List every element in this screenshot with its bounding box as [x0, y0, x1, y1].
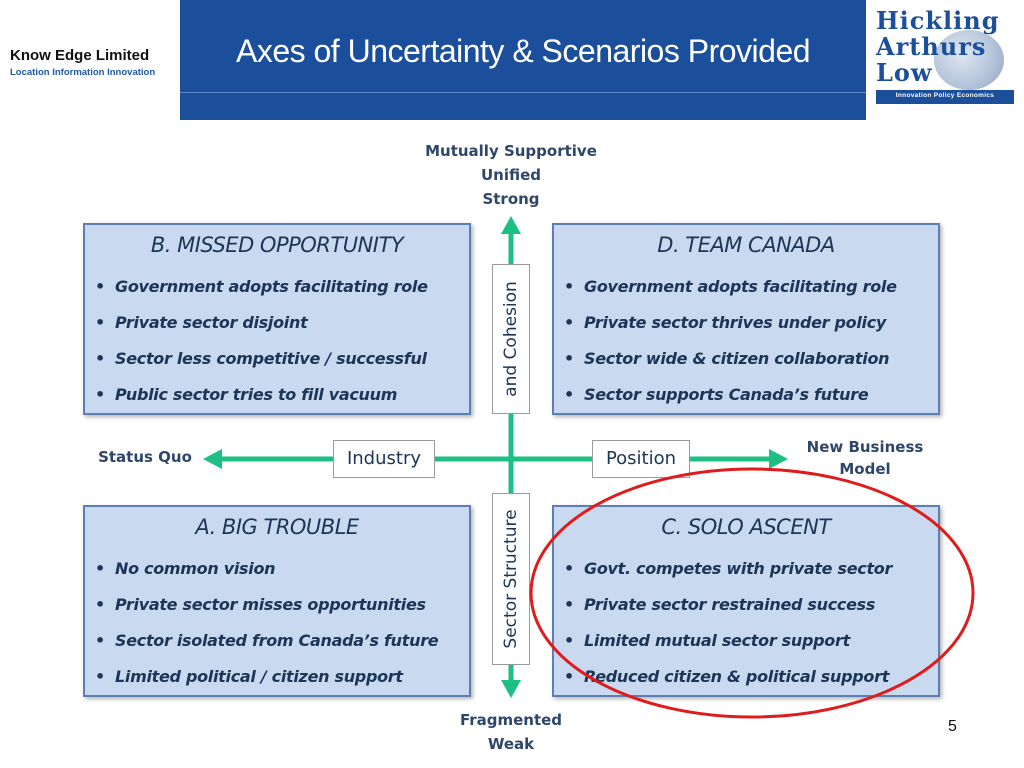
logo-box: Hickling Arthurs Low Innovation Policy E…	[876, 8, 1014, 104]
quadrant-title: D. TEAM CANADA	[657, 233, 835, 257]
list-item: Private sector misses opportunities	[95, 591, 438, 627]
axis-box-industry: Industry	[333, 440, 435, 478]
quadrant-list: Government adopts facilitating role Priv…	[95, 273, 428, 417]
list-item: Sector isolated from Canada’s future	[95, 627, 439, 663]
list-item: Government adopts facilitating role	[564, 273, 897, 309]
list-item: Limited political / citizen support	[95, 663, 438, 699]
logo-bar-text: Innovation Policy Economics	[895, 92, 995, 99]
logo-word-3: Low	[876, 58, 933, 87]
slide-title: Axes of Uncertainty & Scenarios Provided	[235, 33, 811, 69]
page-number: 5	[948, 718, 957, 735]
arrow-up-head	[501, 216, 521, 234]
axis-label-right-line-2: Model	[839, 460, 891, 478]
hickling-arthurs-low-logo: Hickling Arthurs Low Innovation Policy E…	[866, 0, 1024, 120]
axis-box-cohesion-text: and Cohesion	[501, 281, 521, 397]
brand-block: Know Edge Limited Location Information I…	[0, 0, 180, 120]
quadrant-list: Govt. competes with private sector Priva…	[564, 555, 892, 699]
axis-label-left: Status Quo	[98, 448, 192, 466]
title-band: Axes of Uncertainty & Scenarios Provided	[180, 0, 866, 120]
list-item: No common vision	[95, 555, 438, 591]
list-item: Sector wide & citizen collaboration	[564, 345, 897, 381]
axis-label-top-line-2: Unified	[480, 166, 542, 184]
list-item: Sector supports Canada’s future	[564, 381, 897, 417]
quadrant-list: Government adopts facilitating role Priv…	[564, 273, 897, 417]
axis-label-right-line-1: New Business	[806, 438, 924, 456]
quadrant-b-missed-opportunity: B. MISSED OPPORTUNITY Government adopts …	[83, 223, 471, 415]
logo-bar	[876, 90, 1014, 104]
quadrant-title: A. BIG TROUBLE	[195, 515, 359, 539]
list-item: Government adopts facilitating role	[95, 273, 428, 309]
quadrant-title: B. MISSED OPPORTUNITY	[150, 233, 404, 257]
quadrant-c-solo-ascent: C. SOLO ASCENT Govt. competes with priva…	[552, 505, 940, 697]
quadrant-d-team-canada: D. TEAM CANADA Government adopts facilit…	[552, 223, 940, 415]
axis-label-top: Mutually Supportive Unified Strong	[411, 139, 611, 211]
list-item: Govt. competes with private sector	[564, 555, 892, 591]
axis-label-bottom-line-1: Fragmented	[459, 711, 563, 729]
title-divider	[180, 92, 866, 93]
arrow-right-head	[769, 449, 788, 469]
list-item: Limited mutual sector support	[564, 627, 892, 663]
axis-label-bottom-line-2: Weak	[487, 735, 535, 753]
axis-label-right: New Business Model	[795, 436, 935, 480]
quadrant-list: No common vision Private sector misses o…	[95, 555, 439, 699]
arrow-down-head	[501, 680, 521, 698]
axis-label-top-line-1: Mutually Supportive	[425, 142, 597, 160]
list-item: Private sector thrives under policy	[564, 309, 897, 345]
list-item: Private sector disjoint	[95, 309, 428, 345]
logo-word-1: Hickling	[876, 6, 1000, 35]
axis-box-cohesion: and Cohesion	[492, 264, 530, 414]
quadrant-a-big-trouble: A. BIG TROUBLE No common vision Private …	[83, 505, 471, 697]
quadrant-title: C. SOLO ASCENT	[661, 515, 831, 539]
axis-label-bottom: Fragmented Weak	[431, 708, 591, 756]
list-item: Public sector tries to fill vacuum	[95, 381, 428, 417]
axis-box-sector-structure-text: Sector Structure	[501, 509, 521, 649]
arrow-left-head	[203, 449, 222, 469]
axis-box-sector-structure: Sector Structure	[492, 493, 530, 665]
brand-tagline: Location Information Innovation	[10, 67, 156, 78]
list-item: Sector less competitive / successful	[95, 345, 428, 381]
list-item: Reduced citizen & political support	[564, 663, 892, 699]
axis-label-top-line-3: Strong	[482, 190, 540, 208]
list-item: Private sector restrained success	[564, 591, 892, 627]
brand-name: Know Edge Limited	[10, 47, 150, 64]
globe-icon	[934, 30, 1004, 90]
logo-word-2: Arthurs	[876, 32, 987, 61]
axis-box-position: Position	[592, 440, 690, 478]
